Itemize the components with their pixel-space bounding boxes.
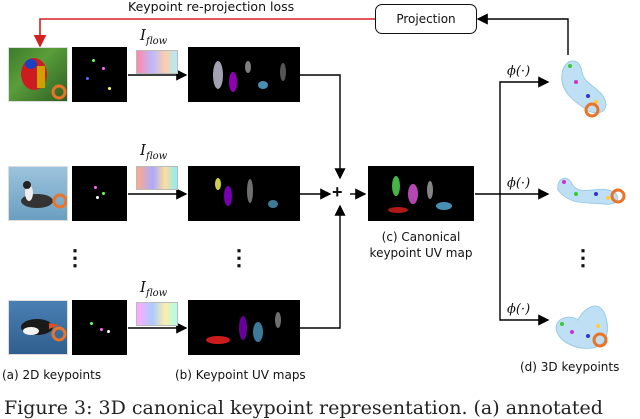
phi-label-top: ϕ(·) bbox=[507, 64, 531, 79]
row1-bird-icon bbox=[21, 58, 67, 100]
keypoint-dot bbox=[102, 192, 105, 195]
3d-keypoints-blob-mid bbox=[557, 177, 626, 205]
row3-to-plus-arrow bbox=[300, 204, 346, 329]
row2-bird-photo bbox=[8, 166, 68, 221]
row1-to-plus-arrow bbox=[300, 74, 346, 180]
row1-uv-map bbox=[188, 47, 300, 102]
row2-keypoint-map bbox=[72, 166, 127, 221]
projection-label: Projection bbox=[396, 12, 456, 26]
projection-box: Projection bbox=[375, 4, 477, 34]
projection-return-arrow bbox=[476, 13, 569, 55]
row3-flow-thumbnail bbox=[136, 302, 178, 326]
keypoint-dot bbox=[102, 67, 105, 70]
keypoint-dot bbox=[86, 77, 89, 80]
row3-flow-label: Iflow bbox=[140, 278, 168, 299]
row-ellipsis-dots-d: ⋮ bbox=[572, 245, 594, 270]
keypoint-dot bbox=[107, 330, 110, 333]
row3-keypoint-map bbox=[72, 300, 127, 355]
row1-keypoint-map bbox=[72, 47, 127, 102]
keypoint-dot bbox=[108, 87, 111, 90]
row1-flow-thumbnail bbox=[136, 50, 178, 74]
row2-bird-icon bbox=[21, 181, 68, 209]
row1-flow-label: Iflow bbox=[140, 26, 168, 47]
keypoint-dot bbox=[90, 322, 93, 325]
canonical-label-line1: (c) Canonical bbox=[381, 230, 461, 244]
phi-label-bot: ϕ(·) bbox=[507, 302, 531, 317]
keypoint-dot bbox=[96, 196, 99, 199]
branch-top-arrow bbox=[499, 76, 550, 194]
phi-label-mid: ϕ(·) bbox=[507, 176, 531, 191]
3d-keypoints-blob-top bbox=[561, 60, 607, 118]
keypoint-dot bbox=[94, 186, 97, 189]
col-d-label: (d) 3D keypoints bbox=[520, 360, 620, 374]
canonical-uv-map bbox=[368, 166, 474, 221]
row2-uv-map bbox=[188, 166, 300, 221]
row-ellipsis-dots-a: ⋮ bbox=[64, 245, 86, 270]
branch-bot-arrow bbox=[499, 194, 550, 326]
row3-bird-icon bbox=[21, 319, 67, 342]
canonical-label-line2: keypoint UV map bbox=[369, 246, 473, 260]
keypoint-dot bbox=[92, 59, 95, 62]
keypoint-dot bbox=[100, 328, 103, 331]
row1-bird-photo bbox=[8, 47, 68, 102]
loss-arrow bbox=[33, 18, 375, 48]
row-ellipsis-dots-b: ⋮ bbox=[228, 245, 250, 270]
3d-keypoints-blob-bot bbox=[555, 305, 608, 349]
row2-flow-label: Iflow bbox=[140, 141, 168, 162]
row3-bird-photo bbox=[8, 300, 68, 355]
loss-label: Keypoint re-projection loss bbox=[128, 0, 295, 14]
col-a-label: (a) 2D keypoints bbox=[2, 368, 102, 382]
row3-uv-map bbox=[188, 300, 300, 355]
col-b-label: (b) Keypoint UV maps bbox=[175, 368, 306, 382]
row2-flow-thumbnail bbox=[136, 166, 178, 190]
plus-sign: + bbox=[332, 182, 343, 202]
figure-caption: Figure 3: 3D canonical keypoint represen… bbox=[4, 397, 603, 419]
